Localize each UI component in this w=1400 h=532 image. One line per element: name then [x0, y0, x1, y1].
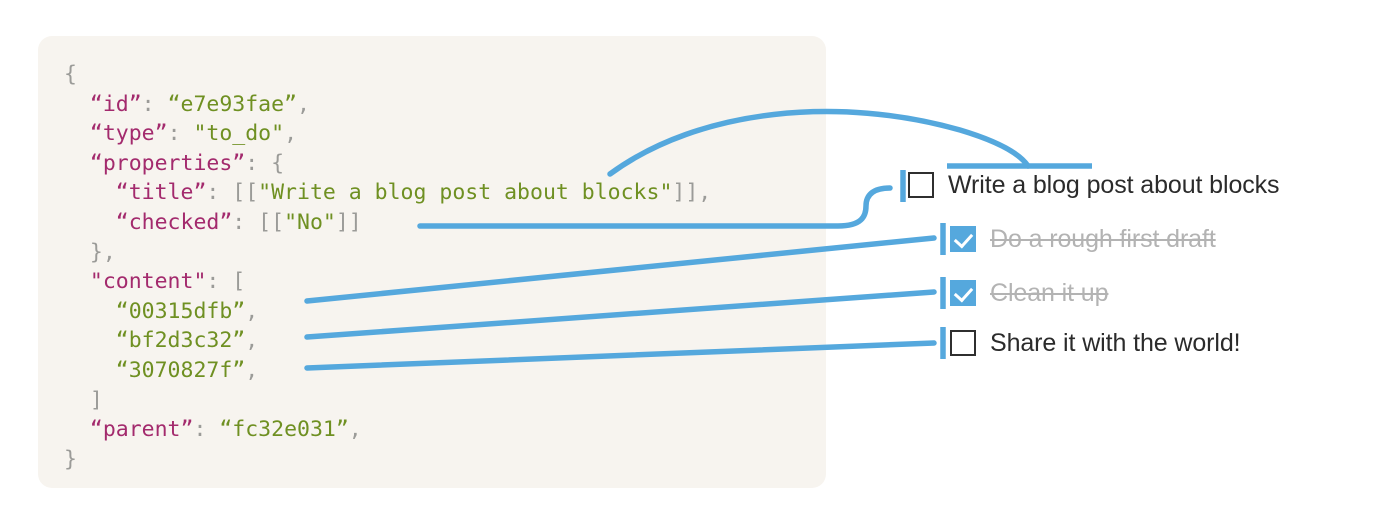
code-token: “fc32e031” — [219, 417, 349, 443]
code-token: “e7e93fae” — [167, 91, 298, 117]
code-line: “parent”: “fc32e031”, — [64, 415, 711, 445]
checklist-label-1: Write a blog post about blocks — [948, 170, 1280, 199]
code-token: “type” — [89, 121, 168, 147]
code-token: “3070827f” — [115, 357, 246, 383]
code-line: }, — [64, 238, 711, 268]
code-token: [[ — [258, 209, 285, 235]
code-token — [64, 328, 116, 353]
checklist-row-1[interactable]: Write a blog post about blocks — [908, 168, 1280, 202]
code-token: : { — [245, 150, 285, 176]
code-token — [64, 210, 116, 235]
code-token — [64, 121, 90, 146]
checklist-row-3[interactable]: Clean it up — [950, 276, 1109, 310]
code-token: “bf2d3c32” — [115, 328, 246, 354]
code-token: , — [245, 357, 259, 383]
code-token: "content" — [89, 269, 207, 295]
code-token — [64, 417, 90, 442]
code-token: : — [193, 417, 220, 443]
code-token — [64, 151, 90, 176]
code-line: “properties”: { — [64, 149, 711, 179]
checkbox-checked-2[interactable] — [950, 226, 976, 252]
checkbox-unchecked-1[interactable] — [908, 172, 934, 198]
code-line: “type”: "to_do", — [64, 119, 711, 149]
code-token: “checked” — [115, 209, 233, 235]
checkbox-checked-3[interactable] — [950, 280, 976, 306]
code-token: : — [167, 121, 194, 147]
code-token: ]] — [335, 209, 362, 235]
code-token: : — [232, 209, 259, 235]
checkbox-unchecked-4[interactable] — [950, 330, 976, 356]
code-token: [[ — [232, 180, 259, 206]
code-token: “title” — [115, 180, 207, 206]
code-line: “title”: [["Write a blog post about bloc… — [64, 178, 711, 208]
code-token: : — [141, 91, 168, 117]
code-line: “checked”: [["No"]] — [64, 208, 711, 238]
json-code-block: { “id”: “e7e93fae”, “type”: "to_do", “pr… — [64, 60, 711, 474]
code-token: “id” — [89, 91, 142, 117]
code-token: “00315dfb” — [115, 298, 246, 324]
code-line: "content": [ — [64, 267, 711, 297]
code-token: , — [297, 91, 310, 117]
code-token: , — [245, 328, 259, 354]
code-token: } — [64, 446, 77, 472]
code-token: { — [64, 62, 77, 87]
code-line: { — [64, 60, 711, 90]
code-token: “properties” — [89, 150, 246, 176]
code-token — [64, 299, 116, 324]
code-line: “bf2d3c32”, — [64, 326, 711, 356]
code-token: ] — [64, 387, 103, 413]
code-token — [64, 358, 116, 383]
checklist-label-2: Do a rough first draft — [990, 224, 1216, 253]
code-token: : [ — [206, 269, 246, 295]
code-token: ]], — [672, 180, 712, 206]
code-token: "Write a blog post about blocks" — [258, 180, 673, 206]
checklist-label-4: Share it with the world! — [990, 328, 1241, 357]
code-token: "No" — [284, 209, 336, 235]
code-line: “3070827f”, — [64, 356, 711, 386]
code-token: "to_do" — [193, 121, 285, 147]
code-token: “parent” — [89, 417, 194, 443]
checklist-label-3: Clean it up — [990, 278, 1109, 307]
code-line: “id”: “e7e93fae”, — [64, 90, 711, 120]
code-line: “00315dfb”, — [64, 297, 711, 327]
checklist-row-4[interactable]: Share it with the world! — [950, 326, 1241, 360]
json-code-panel: { “id”: “e7e93fae”, “type”: "to_do", “pr… — [38, 36, 826, 488]
code-token: }, — [64, 239, 116, 265]
code-token — [64, 269, 90, 294]
code-line: ] — [64, 386, 711, 416]
code-token: , — [284, 121, 298, 147]
code-token: , — [348, 417, 362, 443]
code-line: } — [64, 445, 711, 475]
code-token — [64, 92, 90, 117]
code-token: , — [245, 298, 259, 324]
checklist-row-2[interactable]: Do a rough first draft — [950, 222, 1216, 256]
code-token: : — [206, 180, 233, 206]
code-token — [64, 180, 116, 205]
